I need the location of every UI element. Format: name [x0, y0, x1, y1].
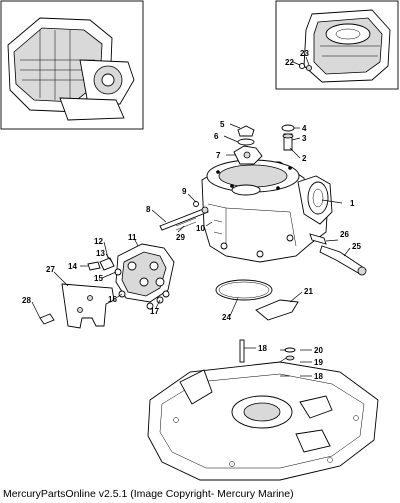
callout-19: 19	[314, 358, 323, 367]
callout-7: 7	[216, 151, 221, 160]
callout-28: 28	[22, 296, 31, 305]
callout-9: 9	[182, 187, 187, 196]
callout-18-top: 18	[258, 344, 267, 353]
callout-2: 2	[302, 154, 307, 163]
callout-29: 29	[176, 233, 185, 242]
callout-11: 11	[128, 233, 137, 242]
callout-26: 26	[340, 230, 349, 239]
sensor-25-26	[309, 233, 367, 276]
callout-27: 27	[46, 265, 55, 274]
callout-16: 16	[108, 295, 117, 304]
callout-4: 4	[302, 124, 307, 133]
o-ring-and-gasket	[215, 279, 299, 321]
callout-20: 20	[314, 346, 323, 355]
callout-8: 8	[146, 205, 151, 214]
callout-13: 13	[96, 249, 105, 258]
callout-6: 6	[214, 132, 219, 141]
callout-22: 22	[285, 58, 294, 67]
callout-5: 5	[220, 120, 225, 129]
callout-12: 12	[94, 237, 103, 246]
callout-labels: 1 2 3 4 5 6 7 8 9 10 11 12 13 14 15 16 1…	[22, 120, 361, 381]
callout-14: 14	[68, 262, 77, 271]
inset-housing-detail: 22 23	[275, 0, 399, 90]
callout-3: 3	[302, 134, 307, 143]
rods-8-9-29	[159, 201, 209, 231]
callout-25: 25	[352, 242, 361, 251]
inset-engine-overview	[0, 0, 144, 130]
top-fittings	[233, 124, 295, 165]
callout-23: 23	[300, 49, 309, 58]
callout-18-bottom: 18	[314, 372, 323, 381]
leader-lines	[31, 123, 351, 377]
bracket-27	[39, 283, 115, 329]
callout-1: 1	[350, 199, 355, 208]
copyright-footer: MercuryPartsOnline v2.5.1 (Image Copyrig…	[3, 488, 294, 500]
base-plate	[147, 361, 379, 481]
callout-17: 17	[150, 307, 159, 316]
valve-block	[87, 243, 175, 310]
callout-24: 24	[222, 313, 231, 322]
callout-15: 15	[94, 274, 103, 283]
main-housing	[201, 159, 333, 263]
callout-21: 21	[304, 287, 313, 296]
callout-10: 10	[196, 224, 205, 233]
